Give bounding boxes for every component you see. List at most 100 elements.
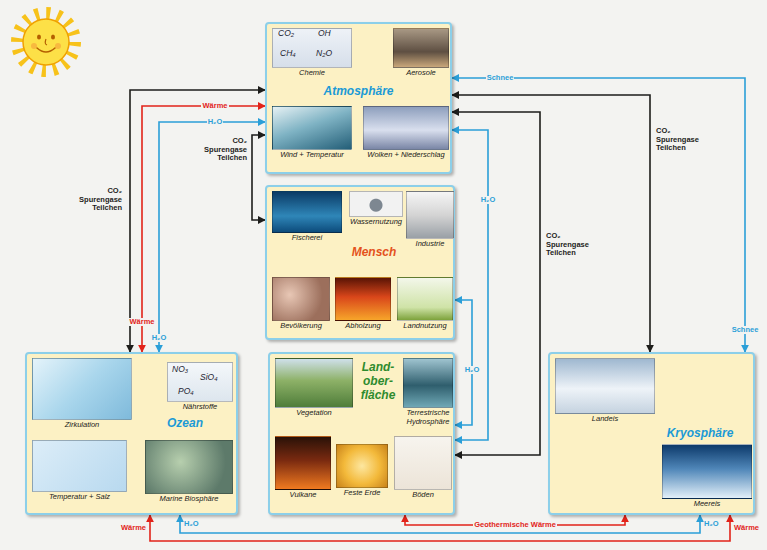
component-caption: Temperatur + Salz [32, 493, 127, 502]
component-panel: Marine Biosphäre [145, 440, 233, 504]
flow-label: CO₂ Spurengase Teilchen [656, 127, 699, 153]
photo-illustration [272, 28, 352, 68]
flow-arrow [452, 112, 540, 455]
flow-arrow [455, 300, 472, 425]
photo-illustration [662, 444, 752, 499]
photo-illustration [349, 191, 403, 217]
photo-illustration [363, 106, 449, 150]
component-panel: Meereis [662, 444, 752, 509]
flow-label: Schnee [486, 74, 515, 83]
component-caption: Chemie [272, 69, 352, 78]
photo-illustration [32, 358, 132, 420]
sphere-box: Ozean Zirkulation NährstoffeTemperatur + S… [25, 352, 238, 515]
component-caption: Aerosole [393, 69, 449, 78]
component-panel: Terrestrische Hydrosphäre [403, 358, 453, 426]
photo-illustration [403, 358, 453, 408]
component-caption: Landeis [555, 415, 655, 424]
flow-arrow [180, 515, 700, 533]
component-caption: Wassernutzung [349, 218, 403, 227]
sun-illustration [17, 13, 75, 71]
component-caption: Zirkulation [32, 421, 132, 430]
flow-label: H₂O [704, 520, 719, 529]
component-panel: Feste Erde [336, 444, 388, 498]
component-caption: Industrie [406, 240, 454, 249]
component-panel: Chemie [272, 28, 352, 78]
photo-illustration [272, 191, 342, 233]
flow-label: Wärme [734, 524, 759, 533]
photo-illustration [406, 191, 454, 239]
component-panel: Nährstoffe [167, 362, 233, 412]
photo-illustration [393, 28, 449, 68]
sphere-title: Kryosphäre [650, 426, 750, 440]
flow-label: H₂O [151, 334, 168, 343]
component-caption: Abholzung [335, 322, 391, 331]
component-caption: Böden [394, 491, 452, 500]
sphere-title: Ozean [137, 416, 233, 430]
component-panel: Vegetation [275, 358, 353, 418]
component-panel: Fischerei [272, 191, 342, 243]
flow-label: Wärme [201, 102, 228, 111]
photo-illustration [394, 436, 452, 490]
photo-illustration [275, 358, 353, 408]
photo-illustration [32, 440, 127, 492]
flow-arrow [452, 95, 650, 352]
component-caption: Wolken + Niederschlag [363, 151, 449, 160]
component-caption: Feste Erde [336, 489, 388, 498]
component-panel: Zirkulation [32, 358, 132, 430]
sphere-box: Atmosphäre Chemie AerosoleWind + Temperatu… [265, 22, 452, 174]
flow-label: Wärme [121, 524, 146, 533]
component-panel: Wolken + Niederschlag [363, 106, 449, 160]
component-panel: Landeis [555, 358, 655, 424]
photo-illustration [335, 277, 391, 321]
sphere-title: Mensch [345, 245, 403, 259]
flow-label: Wärme [128, 318, 155, 327]
flow-label: Geothermische Wärme [473, 521, 557, 530]
flow-arrow [142, 106, 265, 352]
component-caption: Vulkane [275, 491, 331, 500]
component-panel: Temperatur + Salz [32, 440, 127, 502]
flow-arrow [452, 130, 488, 440]
flow-arrow [252, 135, 265, 220]
component-caption: Bevölkerung [272, 322, 330, 331]
component-panel: Wassernutzung [349, 191, 403, 227]
sphere-title: Atmosphäre [267, 84, 450, 98]
flow-label: CO₂ Spurengase Teilchen [204, 137, 247, 163]
flow-arrow [159, 122, 265, 352]
component-caption: Wind + Temperatur [272, 151, 352, 160]
component-panel: Aerosole [393, 28, 449, 78]
flow-label: H₂O [480, 196, 497, 205]
photo-illustration [145, 440, 233, 494]
flow-arrow [452, 78, 745, 352]
component-panel: Böden [394, 436, 452, 500]
component-caption: Terrestrische Hydrosphäre [403, 409, 453, 426]
flow-label: CO₂ Spurengase Teilchen [546, 232, 589, 258]
sphere-box: Land- ober- flächeVegetation Terrestrisch… [268, 352, 455, 515]
sphere-box: Kryosphäre LandeisMeereis [548, 352, 755, 515]
component-caption: Nährstoffe [167, 403, 233, 412]
flow-label: H₂O [184, 520, 199, 529]
photo-illustration [275, 436, 331, 490]
flow-label: Schnee [731, 326, 760, 335]
component-panel: Wind + Temperatur [272, 106, 352, 160]
flow-label: H₂O [207, 118, 224, 127]
photo-illustration [336, 444, 388, 488]
photo-illustration [397, 277, 453, 321]
component-caption: Meereis [662, 500, 752, 509]
photo-illustration [272, 277, 330, 321]
sphere-title: Land- ober- fläche [356, 360, 400, 402]
component-caption: Landnutzung [397, 322, 453, 331]
component-caption: Fischerei [272, 234, 342, 243]
component-caption: Vegetation [275, 409, 353, 418]
component-panel: Landnutzung [397, 277, 453, 331]
component-panel: Abholzung [335, 277, 391, 331]
flow-arrow [150, 515, 730, 541]
component-panel: Industrie [406, 191, 454, 249]
flow-label: H₂O [464, 366, 481, 375]
photo-illustration [167, 362, 233, 402]
component-panel: Bevölkerung [272, 277, 330, 331]
photo-illustration [555, 358, 655, 414]
flow-label: CO₂ Spurengase Teilchen [79, 187, 122, 213]
flow-arrow [405, 515, 625, 525]
